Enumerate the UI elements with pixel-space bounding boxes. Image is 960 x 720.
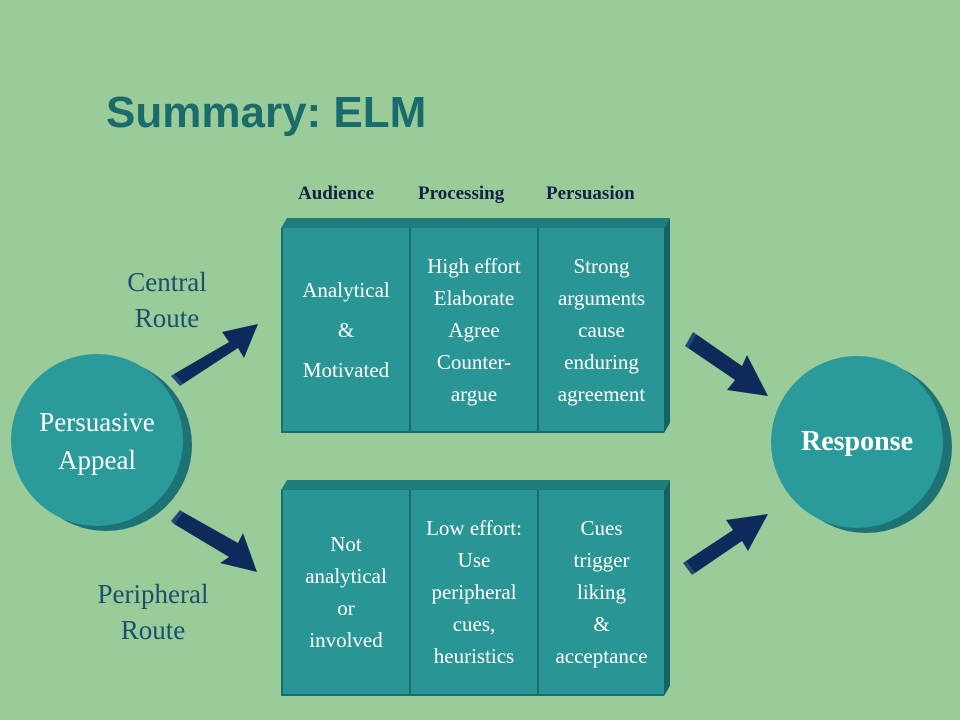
central-route-label: Central Route [108, 264, 226, 336]
peripheral-processing-line: peripheral [431, 580, 517, 604]
central-processing-box: High effort Elaborate Agree Counter- arg… [409, 228, 537, 433]
arrow-peripheral-to-response [683, 514, 768, 575]
arrow-central-to-response [685, 332, 768, 396]
central-processing-line: argue [450, 381, 498, 406]
peripheral-persuasion-line: trigger [573, 548, 630, 572]
central-processing-line: Counter- [436, 349, 512, 374]
persuasive-appeal-circle [11, 354, 183, 526]
central-persuasion-line: enduring [564, 349, 639, 374]
peripheral-persuasion-line: & [593, 612, 610, 636]
peripheral-processing-box: Low effort: Use peripheral cues, heurist… [409, 490, 537, 696]
column-header-processing: Processing [418, 183, 505, 204]
arrow-to-central [171, 324, 258, 386]
peripheral-persuasion-line: Cues [580, 516, 623, 540]
persuasive-appeal-label: Persuasive Appeal [17, 403, 177, 479]
central-audience-line: & [337, 317, 355, 342]
central-route-label-line: Central [127, 267, 207, 297]
column-header-audience: Audience [298, 183, 374, 204]
central-route-label-line: Route [134, 303, 200, 333]
response-circle [771, 356, 943, 528]
peripheral-audience-box: Not analytical or involved [281, 490, 409, 696]
response-label: Response [800, 426, 913, 457]
central-row-side-edge [664, 218, 670, 433]
peripheral-audience-line: analytical [305, 564, 387, 588]
central-persuasion-line: cause [578, 317, 625, 342]
arrow-to-peripheral [171, 510, 257, 572]
peripheral-persuasion-line: acceptance [555, 644, 648, 668]
column-header-persuasion: Persuasion [546, 183, 635, 204]
central-persuasion-line: Strong [573, 253, 630, 278]
peripheral-audience-line: involved [309, 628, 383, 652]
peripheral-audience-line: Not [330, 532, 362, 556]
central-persuasion-line: agreement [557, 381, 646, 406]
central-row-top-edge [281, 218, 670, 228]
peripheral-persuasion-box: Cues trigger liking & acceptance [537, 490, 664, 696]
peripheral-route-label: Peripheral Route [84, 576, 222, 648]
peripheral-audience-line: or [337, 596, 355, 620]
peripheral-row-top-edge [281, 480, 670, 490]
central-audience-line: Motivated [302, 357, 390, 382]
persuasive-appeal-label-line: Persuasive [39, 407, 155, 437]
peripheral-processing-line: heuristics [433, 644, 515, 668]
slide-title: Summary: ELM [106, 88, 427, 137]
central-processing-line: Elaborate [433, 285, 515, 310]
central-audience-box: Analytical & Motivated [281, 228, 409, 433]
central-audience-line: Analytical [302, 277, 390, 302]
central-persuasion-line: arguments [557, 285, 646, 310]
persuasive-appeal-label-line: Appeal [58, 445, 136, 475]
peripheral-route-label-line: Peripheral [97, 579, 209, 609]
central-processing-line: High effort [427, 253, 521, 278]
peripheral-processing-line: cues, [452, 612, 496, 636]
peripheral-persuasion-line: liking [576, 580, 626, 604]
peripheral-processing-line: Low effort: [426, 516, 522, 540]
peripheral-route-label-line: Route [120, 615, 186, 645]
peripheral-processing-line: Use [457, 548, 491, 572]
central-processing-line: Agree [448, 317, 500, 342]
central-persuasion-box: Strong arguments cause enduring agreemen… [537, 228, 664, 433]
peripheral-row-side-edge [664, 480, 670, 696]
